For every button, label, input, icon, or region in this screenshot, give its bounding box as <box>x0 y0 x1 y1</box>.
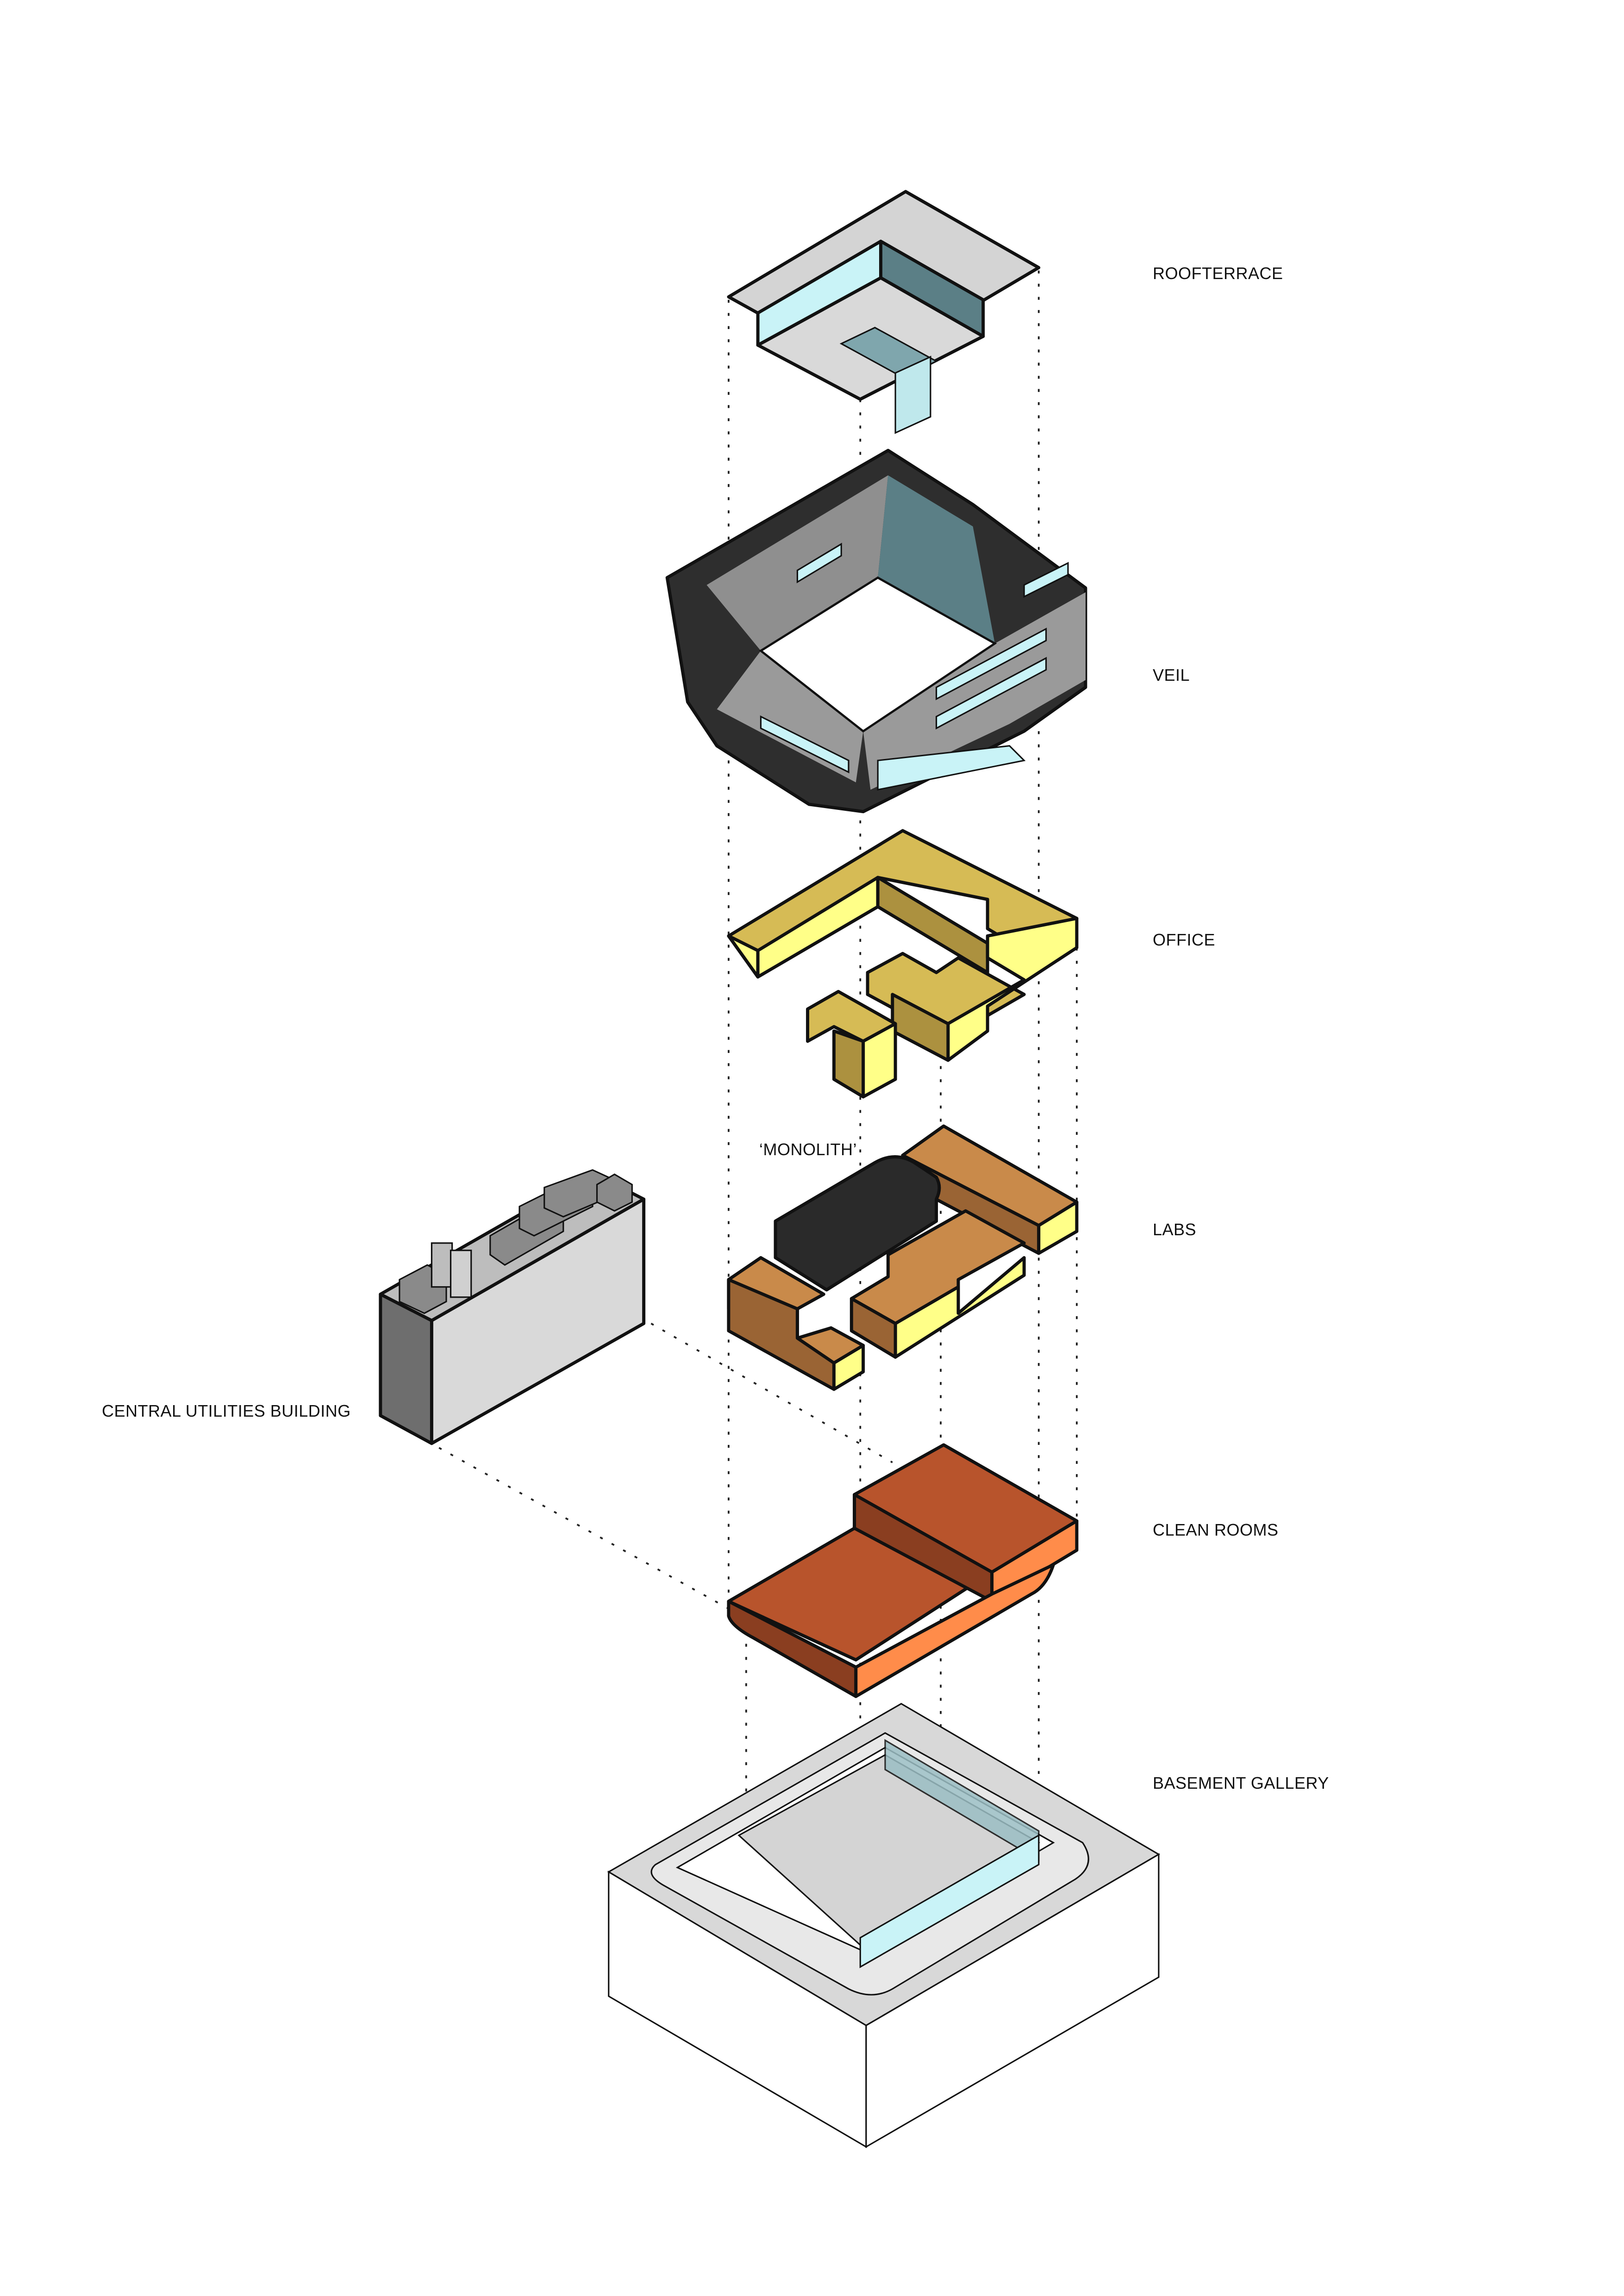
label-clean-rooms: CLEAN ROOMS <box>1153 1520 1279 1539</box>
label-office: OFFICE <box>1153 930 1215 949</box>
label-central-utilities: CENTRAL UTILITIES BUILDING <box>102 1401 351 1420</box>
roofterrace-model <box>727 190 1041 434</box>
office-model <box>727 829 1079 1099</box>
clean-rooms-model <box>727 1443 1079 1698</box>
label-basement-gallery: BASEMENT GALLERY <box>1153 1773 1329 1792</box>
veil-model <box>665 448 1087 814</box>
label-labs: LABS <box>1153 1220 1197 1239</box>
label-monolith: ‘MONOLITH’ <box>759 1140 857 1159</box>
central-utilities-model <box>379 1169 646 1445</box>
label-roofterrace: ROOFTERRACE <box>1153 264 1283 283</box>
labs-model <box>727 1124 1079 1391</box>
basement-gallery-model <box>607 1703 1161 2148</box>
label-veil: VEIL <box>1153 666 1190 684</box>
